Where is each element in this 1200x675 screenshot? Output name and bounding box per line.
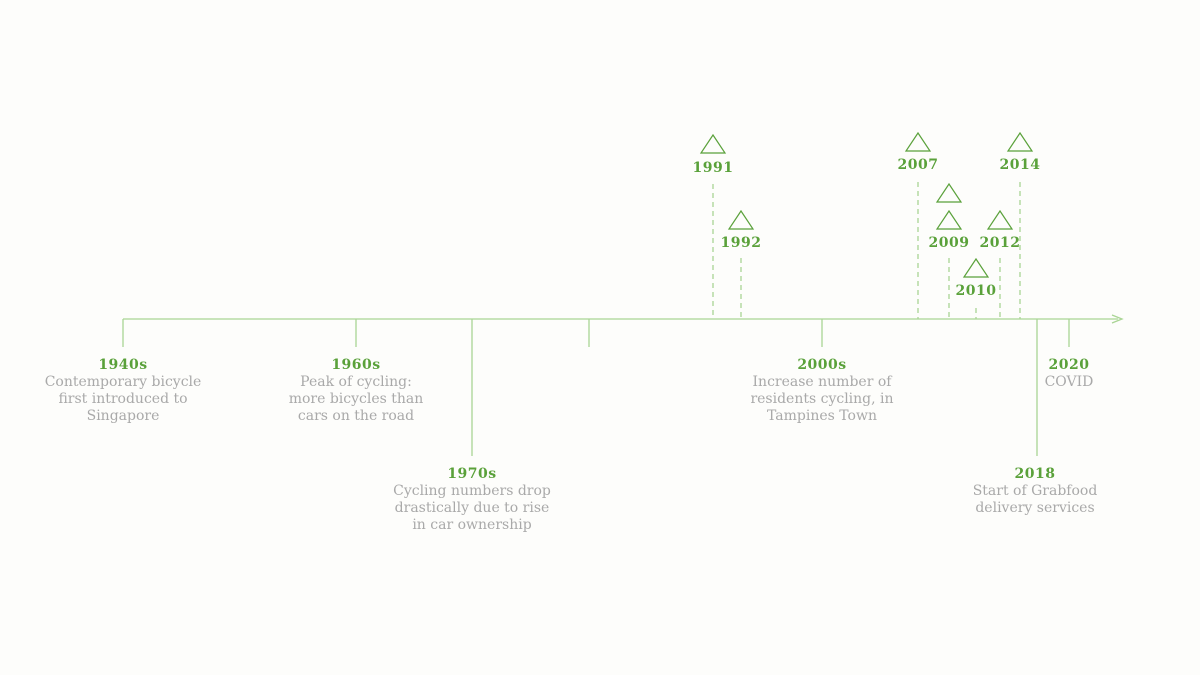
event-year: 1970s bbox=[447, 466, 497, 482]
event-desc-line: first introduced to bbox=[58, 391, 188, 407]
marker-2014-label: 2014 bbox=[999, 157, 1041, 173]
event-1960s: 1960s Peak of cycling: more bicycles tha… bbox=[256, 357, 456, 425]
event-2020: 2020 COVID bbox=[969, 357, 1169, 391]
event-desc-line: Singapore bbox=[86, 408, 160, 424]
event-desc-line: cars on the road bbox=[297, 408, 415, 424]
triangle-1992-icon bbox=[727, 209, 755, 230]
event-desc-line: in car ownership bbox=[412, 517, 532, 533]
event-desc-line: delivery services bbox=[975, 500, 1095, 516]
event-2000s: 2000s Increase number of residents cycli… bbox=[722, 357, 922, 425]
triangle-1991-icon bbox=[699, 133, 727, 154]
event-year: 1960s bbox=[331, 357, 381, 373]
triangle-2010-icon bbox=[962, 257, 990, 278]
triangle-2012-icon bbox=[986, 209, 1014, 230]
triangle-2014-icon bbox=[1006, 131, 1034, 152]
axis-arrow-icon bbox=[1111, 314, 1124, 324]
event-desc-line: Cycling numbers drop bbox=[393, 483, 551, 499]
event-1970s: 1970s Cycling numbers drop drastically d… bbox=[372, 466, 572, 534]
event-year: 1940s bbox=[98, 357, 148, 373]
event-desc-line: more bicycles than bbox=[288, 391, 424, 407]
event-desc-line: Tampines Town bbox=[767, 408, 877, 424]
triangle-2009-icon bbox=[935, 209, 963, 230]
event-desc-line: Peak of cycling: bbox=[300, 374, 412, 390]
marker-1992-label: 1992 bbox=[720, 235, 762, 251]
marker-2007-label: 2007 bbox=[897, 157, 939, 173]
event-desc-line: Increase number of bbox=[752, 374, 892, 390]
event-2018: 2018 Start of Grabfood delivery services bbox=[935, 466, 1135, 517]
event-desc-line: residents cycling, in bbox=[750, 391, 894, 407]
event-year: 2000s bbox=[797, 357, 847, 373]
triangle-2007-icon bbox=[904, 131, 932, 152]
event-year: 2020 bbox=[1048, 357, 1090, 373]
marker-2010-label: 2010 bbox=[955, 283, 997, 299]
marker-1991-label: 1991 bbox=[692, 160, 734, 176]
event-desc-line: Contemporary bicycle bbox=[44, 374, 202, 390]
marker-2012-label: 2012 bbox=[979, 235, 1021, 251]
triangle-extra-icon bbox=[935, 182, 963, 203]
event-1940s: 1940s Contemporary bicycle first introdu… bbox=[23, 357, 223, 425]
marker-2009-label: 2009 bbox=[928, 235, 970, 251]
event-desc-line: Start of Grabfood bbox=[972, 483, 1098, 499]
event-year: 2018 bbox=[1014, 466, 1056, 482]
event-desc-line: COVID bbox=[1044, 374, 1094, 390]
event-desc-line: drastically due to rise bbox=[394, 500, 550, 516]
